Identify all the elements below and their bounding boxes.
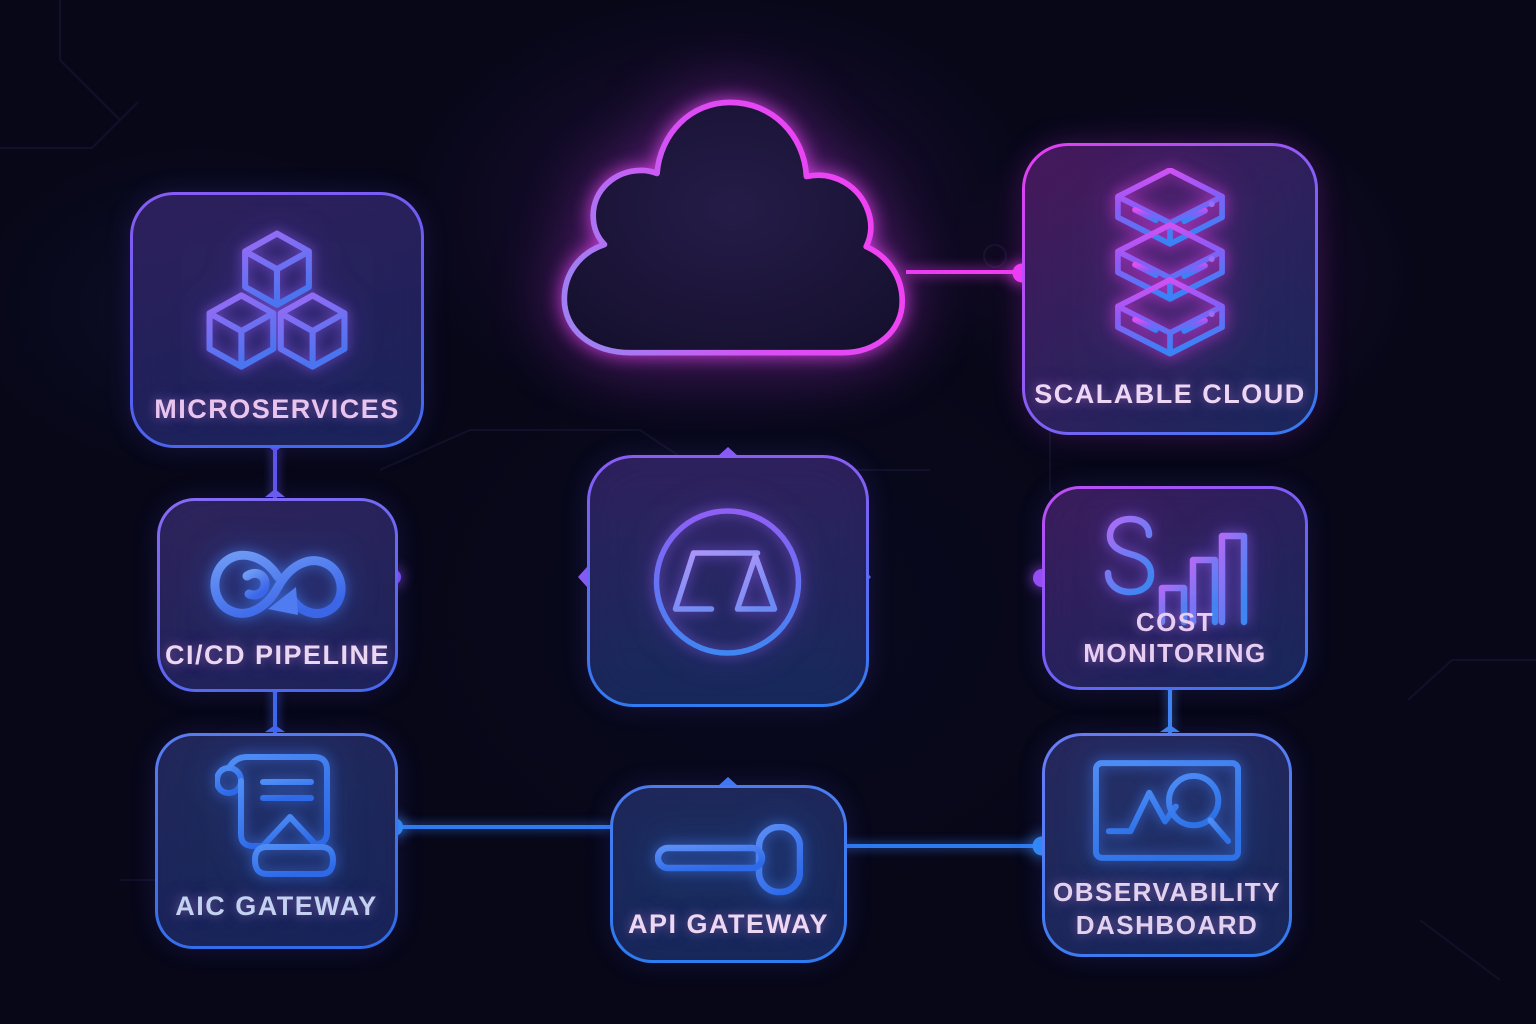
- flare: [578, 567, 587, 587]
- node-label-observability-dashboard: OBSERVABILITY DASHBOARD: [1053, 877, 1282, 940]
- node-label-aic-gateway: AIC GATEWAY: [175, 891, 378, 921]
- node-cloud: [528, 90, 920, 363]
- node-microservices: MICROSERVICES: [130, 192, 424, 448]
- node-load-balancer: [587, 455, 869, 707]
- node-cost-monitoring: COST MONITORING: [1042, 486, 1308, 690]
- cubes-icon: [206, 230, 348, 370]
- flare: [265, 444, 285, 452]
- node-label-cicd: CI/CD PIPELINE: [164, 640, 391, 670]
- flare: [718, 777, 738, 786]
- node-label-cost-monitoring: COST MONITORING: [1083, 607, 1267, 668]
- node-label-scalable-cloud: SCALABLE CLOUD: [1034, 379, 1306, 409]
- node-observability-dashboard: OBSERVABILITY DASHBOARD: [1042, 733, 1292, 957]
- infinity-loop-icon: [209, 550, 345, 618]
- node-label-microservices: MICROSERVICES: [154, 394, 400, 424]
- node-aic-gateway: AIC GATEWAY: [155, 733, 398, 949]
- flare: [265, 489, 285, 497]
- flare: [1160, 725, 1180, 732]
- node-scalable-cloud: SCALABLE CLOUD: [1022, 143, 1318, 435]
- node-label-api-gateway: API GATEWAY: [627, 909, 830, 939]
- dollar-bar-chart-icon: [1104, 509, 1250, 626]
- cloud-icon: [561, 99, 906, 356]
- node-api-gateway: API GATEWAY: [610, 785, 847, 963]
- flare: [265, 725, 285, 732]
- node-cicd-pipeline: CI/CD PIPELINE: [157, 498, 398, 692]
- flare: [718, 447, 738, 456]
- server-stack-icon: [1115, 168, 1225, 357]
- key-icon: [654, 824, 803, 896]
- scroll-icon: [214, 754, 336, 877]
- balance-scale-icon: [653, 508, 802, 656]
- chart-magnifier-icon: [1093, 760, 1241, 861]
